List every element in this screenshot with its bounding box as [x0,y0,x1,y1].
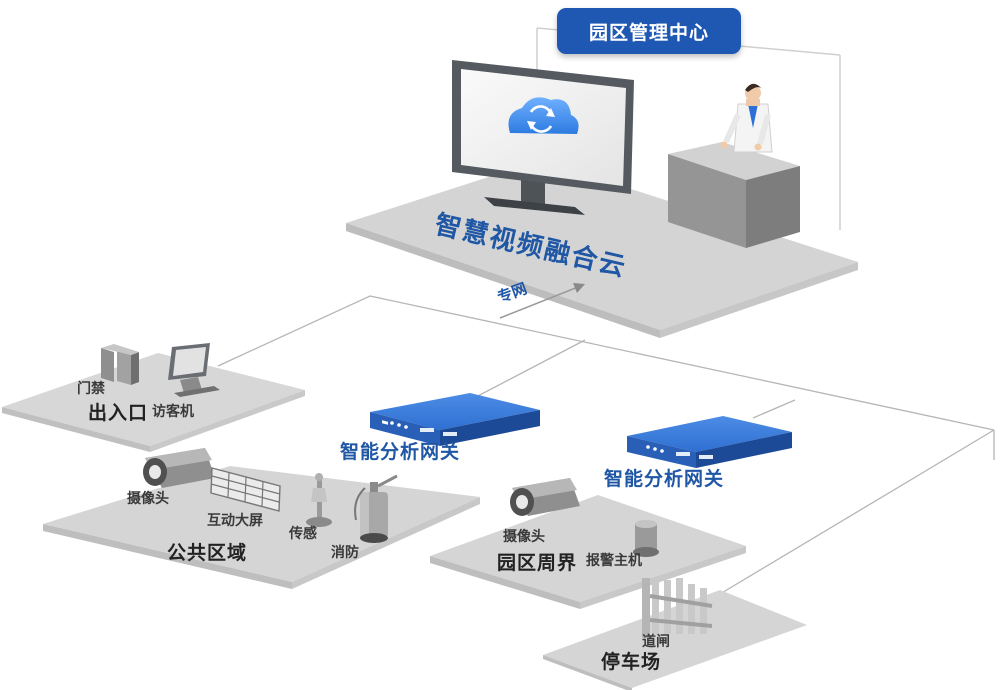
link-arrow-icon [499,283,585,319]
gateway-device-icon [627,416,792,468]
display-wall-label: 互动大屏 [207,513,263,529]
parking-zone-title: 停车场 [601,651,662,673]
entrance-platform [2,353,305,452]
barrier-gate-label: 道闸 [642,634,670,650]
sensor-icon [306,473,332,527]
display-wall-icon [210,467,281,512]
cloud-sync-icon [508,97,579,134]
parking-platform [543,590,807,690]
management-center-badge: 园区管理中心 [557,8,741,54]
management-center-label: 园区管理中心 [588,21,709,44]
camera-label: 摄像头 [503,529,545,545]
sensor-label: 传感 [289,526,317,542]
gateway-label: 智能分析网关 [340,441,461,463]
staff-person-icon [720,83,773,153]
perimeter-zone-title: 园区周界 [497,552,578,574]
network-lines [217,295,995,595]
entrance-zone-title: 出入口 [88,402,149,424]
fire-protection-label: 消防 [331,545,359,561]
public-area-title: 公共区域 [167,542,248,564]
access-control-label: 门禁 [77,381,105,397]
perimeter-platform [430,495,746,609]
alarm-host-icon [633,520,659,557]
camera-label: 摄像头 [127,491,169,507]
visitor-kiosk-label: 访客机 [152,404,194,420]
barrier-gate-icon [642,578,713,638]
alarm-host-label: 报警主机 [586,553,642,569]
access-gate-icon [101,344,139,385]
camera-icon [143,448,215,488]
visitor-kiosk-icon [168,343,220,397]
center-platform [346,160,858,338]
camera-icon [510,478,580,516]
gateway-label: 智能分析网关 [604,468,725,490]
desk-icon [668,142,800,248]
gateway-device-icon [370,393,540,446]
fire-extinguisher-icon [354,474,398,543]
